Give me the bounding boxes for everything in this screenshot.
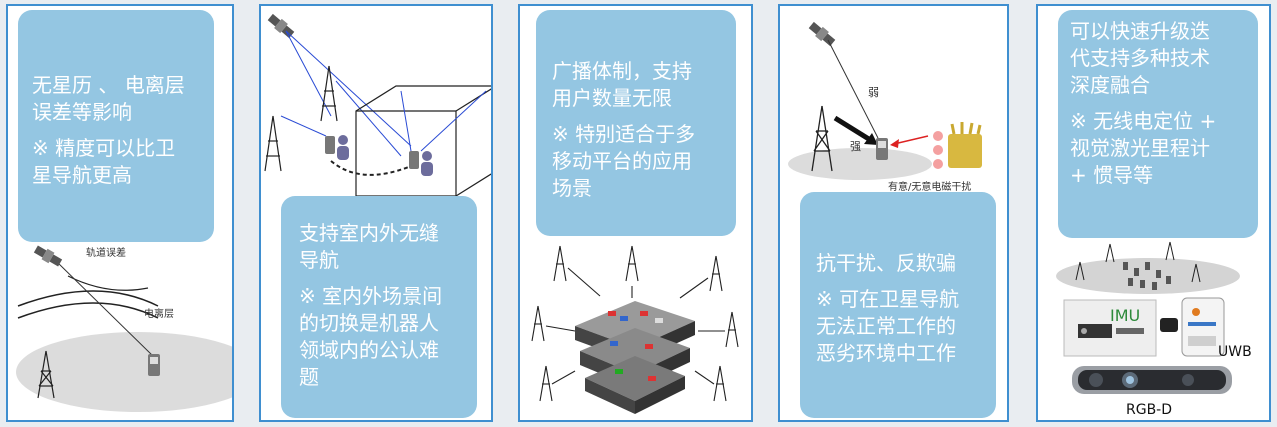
- panel-precision: 无星历 、 电离层 误差等影响 ※ 精度可以比卫 星导航更高 轨道误差 电离层: [6, 4, 234, 422]
- signal-line: [55, 260, 154, 357]
- antijam-note1: ※ 可在卫星导航: [816, 287, 960, 311]
- seamless-illustration: [264, 13, 491, 197]
- ground-ellipse: [16, 332, 232, 412]
- seamless-line2: 导航: [299, 248, 339, 272]
- broadcast-note2: 移动平台的应用: [552, 149, 692, 173]
- tower-icon: [37, 350, 55, 399]
- tower-icon: [725, 311, 739, 348]
- broadcast-illustration: [531, 245, 739, 414]
- precision-note2: 星导航更高: [32, 163, 132, 187]
- fusion-line1: 可以快速升级迭: [1070, 19, 1210, 43]
- tower-icon: [553, 245, 567, 282]
- fusion-line2: 代支持多种技术: [1070, 46, 1210, 70]
- precision-line2: 误差等影响: [32, 100, 132, 124]
- panel-broadcast: 广播体制，支持 用户数量无限 ※ 特别适合于多 移动平台的应用 场景: [518, 4, 753, 422]
- antijam-note2: 无法正常工作的: [816, 314, 956, 338]
- antijam-bubble: 抗干扰、反欺骗 ※ 可在卫星导航 无法正常工作的 恶劣环境中工作: [800, 192, 996, 418]
- ionosphere-label: 电离层: [144, 309, 174, 320]
- antijam-line1: 抗干扰、反欺骗: [816, 251, 956, 275]
- broadcast-note3: 场景: [552, 176, 592, 200]
- ground-ellipse: [788, 148, 932, 180]
- precision-note1: ※ 精度可以比卫: [32, 136, 176, 160]
- broadcast-note1: ※ 特别适合于多: [552, 122, 696, 146]
- ground-ellipse: [1056, 258, 1240, 294]
- rgbd-label: RGB-D: [1126, 402, 1173, 418]
- fusion-illustration: [1056, 241, 1240, 394]
- satellite-icon: [33, 245, 63, 267]
- tower-icon: [264, 115, 282, 172]
- fusion-line3: 深度融合: [1070, 73, 1150, 97]
- broadcast-line2: 用户数量无限: [552, 86, 672, 110]
- satellite-icon: [808, 21, 836, 47]
- tower-icon: [531, 305, 545, 342]
- ionosphere-curve-1: [17, 290, 159, 307]
- receiver-device-icon: [325, 136, 335, 154]
- seamless-note2: 的切换是机器人: [299, 311, 439, 335]
- jam-arrow: [893, 135, 929, 145]
- panel-fusion: 可以快速升级迭 代支持多种技术 深度融合 ※ 无线电定位 + 视觉激光里程计 +…: [1036, 4, 1271, 422]
- fusion-note3: + 惯导等: [1070, 163, 1154, 187]
- seamless-note4: 题: [299, 365, 319, 389]
- tower-icon: [539, 365, 553, 402]
- fusion-note1: ※ 无线电定位 +: [1070, 109, 1217, 133]
- seamless-note3: 领域内的公认难: [299, 338, 439, 362]
- rgbd-camera-icon: [1072, 366, 1232, 394]
- tower-icon: [713, 365, 727, 402]
- person-icon: [337, 146, 349, 160]
- panel-antijam: 弱 强 有意/无意电磁干扰 抗干扰、反欺骗 ※ 可在卫星导航 无法正常工作的 恶…: [778, 4, 1009, 422]
- transition-path: [330, 160, 412, 176]
- antijam-note3: 恶劣环境中工作: [816, 341, 956, 365]
- satellite-icon: [267, 13, 295, 39]
- tower-icon: [811, 105, 833, 172]
- tower-icon: [709, 255, 723, 292]
- imu-label: IMU: [1110, 306, 1141, 325]
- tower-icon: [320, 65, 338, 122]
- orbit-error-label: 轨道误差: [86, 248, 126, 259]
- signal-line: [285, 30, 332, 117]
- receiver-cluster: [1123, 262, 1171, 290]
- weak-label: 弱: [868, 86, 879, 99]
- person-icon: [421, 162, 433, 176]
- parking-structure: [575, 301, 695, 414]
- fusion-bubble: 可以快速升级迭 代支持多种技术 深度融合 ※ 无线电定位 + 视觉激光里程计 +…: [1058, 10, 1258, 238]
- fusion-note2: 视觉激光里程计: [1070, 136, 1210, 160]
- precision-bubble: 无星历 、 电离层 误差等影响 ※ 精度可以比卫 星导航更高: [18, 10, 214, 242]
- precision-illustration: [16, 245, 232, 412]
- panel-seamless: 支持室内外无缝 导航 ※ 室内外场景间 的切换是机器人 领域内的公认难 题: [259, 4, 493, 422]
- broadcast-bubble: 广播体制，支持 用户数量无限 ※ 特别适合于多 移动平台的应用 场景: [536, 10, 736, 236]
- orbit-curve: [67, 275, 149, 291]
- jammer-icon: [933, 122, 982, 169]
- weak-signal-line: [827, 39, 879, 139]
- uwb-label: UWB: [1218, 344, 1252, 360]
- tower-icon: [1075, 261, 1085, 281]
- tower-icon: [1165, 241, 1175, 261]
- tower-icon: [1105, 243, 1115, 263]
- jamming-label: 有意/无意电磁干扰: [888, 182, 972, 193]
- receiver-device-icon: [409, 151, 419, 169]
- seamless-note1: ※ 室内外场景间: [299, 284, 443, 308]
- tower-icon: [1191, 263, 1201, 283]
- antijam-illustration: [788, 21, 982, 180]
- seamless-bubble: 支持室内外无缝 导航 ※ 室内外场景间 的切换是机器人 领域内的公认难 题: [281, 196, 477, 418]
- strong-label: 强: [850, 140, 861, 153]
- imu-module-icon: [1063, 299, 1157, 357]
- broadcast-line1: 广播体制，支持: [552, 59, 692, 83]
- ionosphere-curve-2: [17, 302, 159, 319]
- seamless-line1: 支持室内外无缝: [299, 221, 439, 245]
- precision-line1: 无星历 、 电离层: [32, 73, 185, 97]
- indoor-room: [355, 85, 491, 197]
- strong-signal-arrow: [833, 115, 874, 144]
- tower-icon: [625, 245, 639, 282]
- uwb-tag-icon: [1160, 297, 1225, 357]
